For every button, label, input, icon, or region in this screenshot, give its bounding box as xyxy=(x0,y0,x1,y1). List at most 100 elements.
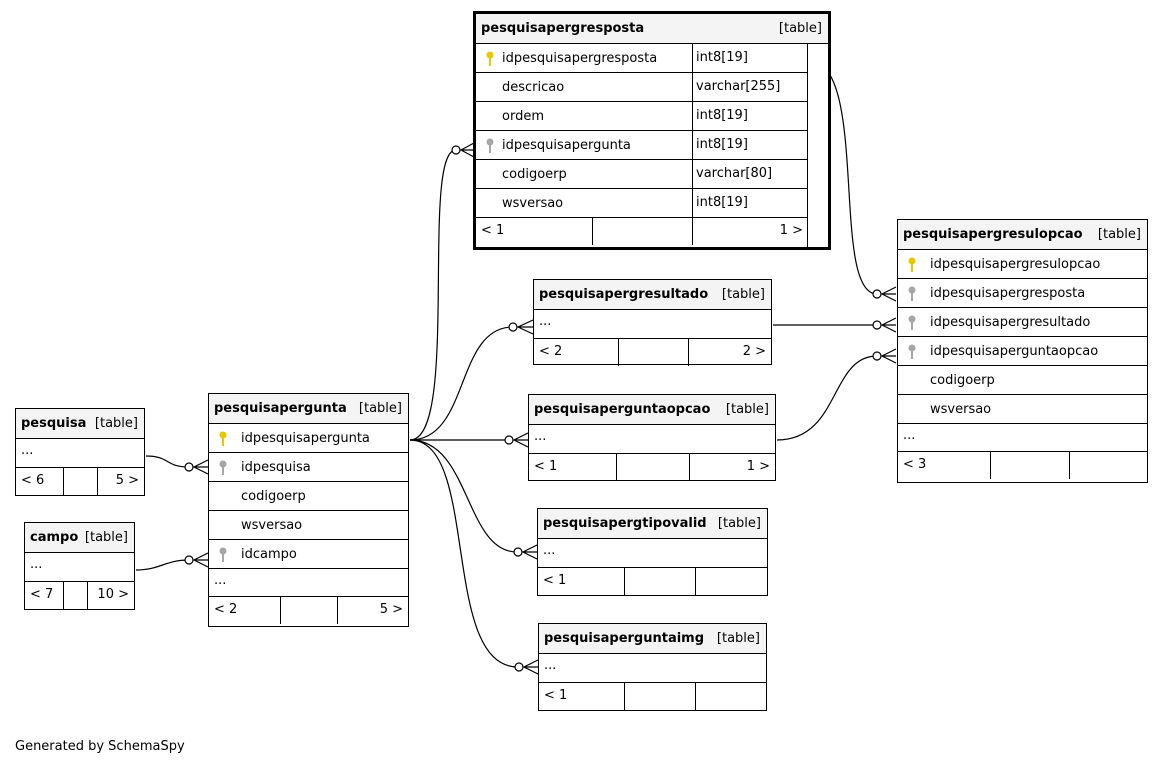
edge-end-circle xyxy=(451,145,461,155)
children-count[interactable]: 5 > xyxy=(115,473,139,488)
crowfoot xyxy=(192,552,209,568)
more-columns-row: ... xyxy=(538,539,767,568)
table-header: pesquisaperguntaopcao [table] xyxy=(529,395,775,425)
crowfoot xyxy=(880,286,897,302)
table-header: pesquisapergtipovalid [table] xyxy=(538,509,767,539)
column-row: codigoerp xyxy=(898,366,1147,395)
table-footer: < 6 5 > xyxy=(16,468,144,495)
column-name: idpesquisapergresulopcao xyxy=(930,257,1101,272)
table-pesquisaperguntaopcao[interactable]: pesquisaperguntaopcao [table] ... < 1 1 … xyxy=(528,394,776,481)
parents-count[interactable]: < 2 xyxy=(214,602,238,617)
table-header: campo [table] xyxy=(25,523,134,553)
table-header: pesquisapergresposta [table] xyxy=(476,14,828,44)
table-name: pesquisa xyxy=(21,416,87,431)
parents-count[interactable]: < 7 xyxy=(30,587,54,602)
table-pesquisapergresulopcao[interactable]: pesquisapergresulopcao [table] idpesquis… xyxy=(897,219,1148,483)
column-row: wsversao xyxy=(209,511,408,540)
table-pesquisaperguntaimg[interactable]: pesquisaperguntaimg [table] ... < 1 xyxy=(538,623,767,711)
table-pesquisa[interactable]: pesquisa [table] ... < 6 5 > xyxy=(15,408,145,496)
parents-count[interactable]: < 2 xyxy=(539,344,563,359)
generated-by-label: Generated by SchemaSpy xyxy=(15,739,185,754)
column-name: idpesquisapergresposta xyxy=(930,286,1086,301)
table-footer: < 1 1 > xyxy=(476,218,808,245)
parents-count[interactable]: < 6 xyxy=(21,473,45,488)
crowfoot xyxy=(459,142,475,158)
column-row: codigoerp xyxy=(209,482,408,511)
column-row: descricao varchar[255] xyxy=(476,73,808,102)
foreign-key-icon xyxy=(218,460,228,480)
table-name: campo xyxy=(30,530,79,545)
edge-end-circle xyxy=(872,289,882,299)
edge-end-circle xyxy=(504,435,514,445)
table-name: pesquisapergtipovalid xyxy=(543,516,707,531)
ellipsis: ... xyxy=(539,314,552,329)
table-footer: < 1 xyxy=(538,568,767,595)
table-tag: [table] xyxy=(721,287,765,302)
edge-end-circle xyxy=(184,462,194,472)
ellipsis: ... xyxy=(543,543,556,558)
table-footer: < 1 xyxy=(539,683,766,710)
table-tag: [table] xyxy=(358,401,402,416)
table-footer: < 3 xyxy=(898,452,1147,479)
crowfoot xyxy=(880,348,897,364)
table-tag: [table] xyxy=(778,21,822,36)
table-pesquisapergresultado[interactable]: pesquisapergresultado [table] ... < 2 2 … xyxy=(533,279,772,366)
parents-count[interactable]: < 1 xyxy=(544,688,568,703)
table-name: pesquisapergunta xyxy=(214,401,347,416)
foreign-key-icon xyxy=(218,547,228,567)
column-row: idpesquisapergresposta int8[19] xyxy=(476,44,808,73)
column-name: codigoerp xyxy=(502,167,567,182)
parents-count[interactable]: < 1 xyxy=(481,223,505,238)
table-tag: [table] xyxy=(725,402,769,417)
more-columns-row: ... xyxy=(529,425,775,454)
column-name: idpesquisaperguntaopcao xyxy=(930,344,1099,359)
table-name: pesquisapergresultado xyxy=(539,287,709,302)
ellipsis: ... xyxy=(214,573,227,588)
ellipsis: ... xyxy=(21,443,34,458)
column-name: idcampo xyxy=(241,547,297,562)
children-count[interactable]: 2 > xyxy=(742,344,766,359)
table-pesquisapergunta[interactable]: pesquisapergunta [table] idpesquisapergu… xyxy=(208,393,409,627)
table-footer: < 2 2 > xyxy=(534,339,771,366)
table-header: pesquisa [table] xyxy=(16,409,144,439)
children-count[interactable]: 10 > xyxy=(97,587,129,602)
edge-end-circle xyxy=(872,351,882,361)
edge-end-circle xyxy=(514,662,524,672)
primary-key-icon xyxy=(907,257,917,277)
parents-count[interactable]: < 3 xyxy=(903,457,927,472)
column-row: idpesquisa xyxy=(209,453,408,482)
children-count[interactable]: 1 > xyxy=(746,459,770,474)
crowfoot xyxy=(516,319,534,335)
table-campo[interactable]: campo [table] ... < 7 10 > xyxy=(24,522,135,610)
column-name: idpesquisapergunta xyxy=(502,138,631,153)
table-pesquisapergresposta[interactable]: pesquisapergresposta [table] idpesquisap… xyxy=(473,11,831,250)
foreign-key-icon xyxy=(485,138,495,158)
column-row: wsversao int8[19] xyxy=(476,189,808,218)
children-count[interactable]: 5 > xyxy=(379,602,403,617)
foreign-key-icon xyxy=(907,286,917,306)
foreign-key-icon xyxy=(907,344,917,364)
more-columns-row: ... xyxy=(898,424,1147,452)
edge-opcao-to-resulopcao xyxy=(776,355,878,441)
crowfoot xyxy=(522,659,539,675)
table-tag: [table] xyxy=(717,516,761,531)
edge-pergunta-to-img xyxy=(409,439,519,668)
column-row: codigoerp varchar[80] xyxy=(476,160,808,189)
crowfoot xyxy=(880,317,897,333)
edge-end-circle xyxy=(513,547,523,557)
parents-count[interactable]: < 1 xyxy=(543,573,567,588)
edge-end-circle xyxy=(508,322,518,332)
parents-count[interactable]: < 1 xyxy=(534,459,558,474)
table-name: pesquisaperguntaimg xyxy=(544,631,705,646)
edge-end-circle xyxy=(872,320,882,330)
column-row: idcampo xyxy=(209,540,408,569)
column-row: idpesquisapergresultado xyxy=(898,308,1147,337)
column-row: ordem int8[19] xyxy=(476,102,808,131)
children-count[interactable]: 1 > xyxy=(779,223,803,238)
column-row: idpesquisapergunta xyxy=(209,424,408,453)
table-pesquisapergtipovalid[interactable]: pesquisapergtipovalid [table] ... < 1 xyxy=(537,508,768,596)
column-type: int8[19] xyxy=(692,102,748,130)
ellipsis: ... xyxy=(30,557,43,572)
table-header: pesquisaperguntaimg [table] xyxy=(539,624,766,654)
table-tag: [table] xyxy=(94,416,138,431)
